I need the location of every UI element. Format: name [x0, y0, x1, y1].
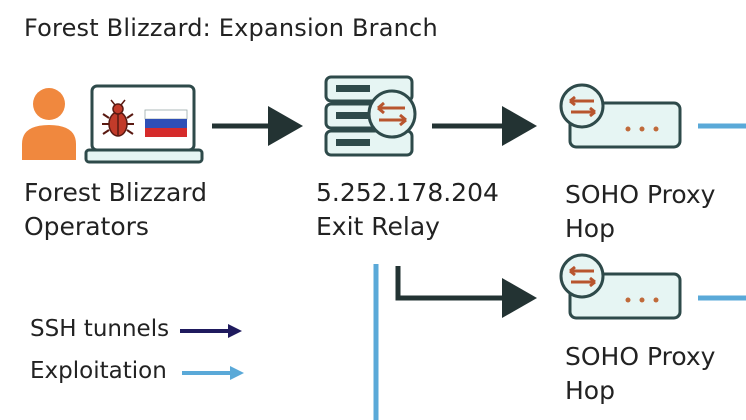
legend-exploitation-label: Exploitation — [30, 358, 167, 384]
proxy-bottom-label-line1: SOHO Proxy — [565, 342, 716, 371]
relay-label-line1: 5.252.178.204 — [316, 178, 499, 207]
diagram-title: Forest Blizzard: Expansion Branch — [24, 14, 438, 42]
swap-arrows-icon — [559, 83, 605, 129]
legend-ssh-arrow — [180, 324, 242, 338]
bug-icon — [102, 99, 134, 137]
russia-flag-icon — [144, 109, 188, 137]
proxy-bottom-label-line2: Hop — [565, 376, 615, 405]
relay-label-line2: Exit Relay — [316, 212, 440, 241]
legend-exploitation-arrow — [182, 366, 244, 380]
ssh-arrow-relay-to-proxy-bottom — [395, 266, 537, 318]
proxy-top-label-line2: Hop — [565, 214, 615, 243]
swap-arrows-icon — [367, 89, 417, 139]
operators-label-line2: Operators — [24, 212, 149, 241]
proxy-bottom-label: SOHO Proxy Hop — [565, 340, 715, 408]
operators-label-line1: Forest Blizzard — [24, 178, 207, 207]
person-icon — [22, 88, 76, 160]
legend-ssh-label: SSH tunnels — [30, 316, 170, 342]
operators-label: Forest Blizzard Operators — [24, 176, 207, 244]
relay-label: 5.252.178.204 Exit Relay — [316, 176, 499, 244]
proxy-top-label: SOHO Proxy Hop — [565, 178, 715, 246]
proxy-top-label-line1: SOHO Proxy — [565, 180, 716, 209]
swap-arrows-icon — [559, 253, 605, 299]
